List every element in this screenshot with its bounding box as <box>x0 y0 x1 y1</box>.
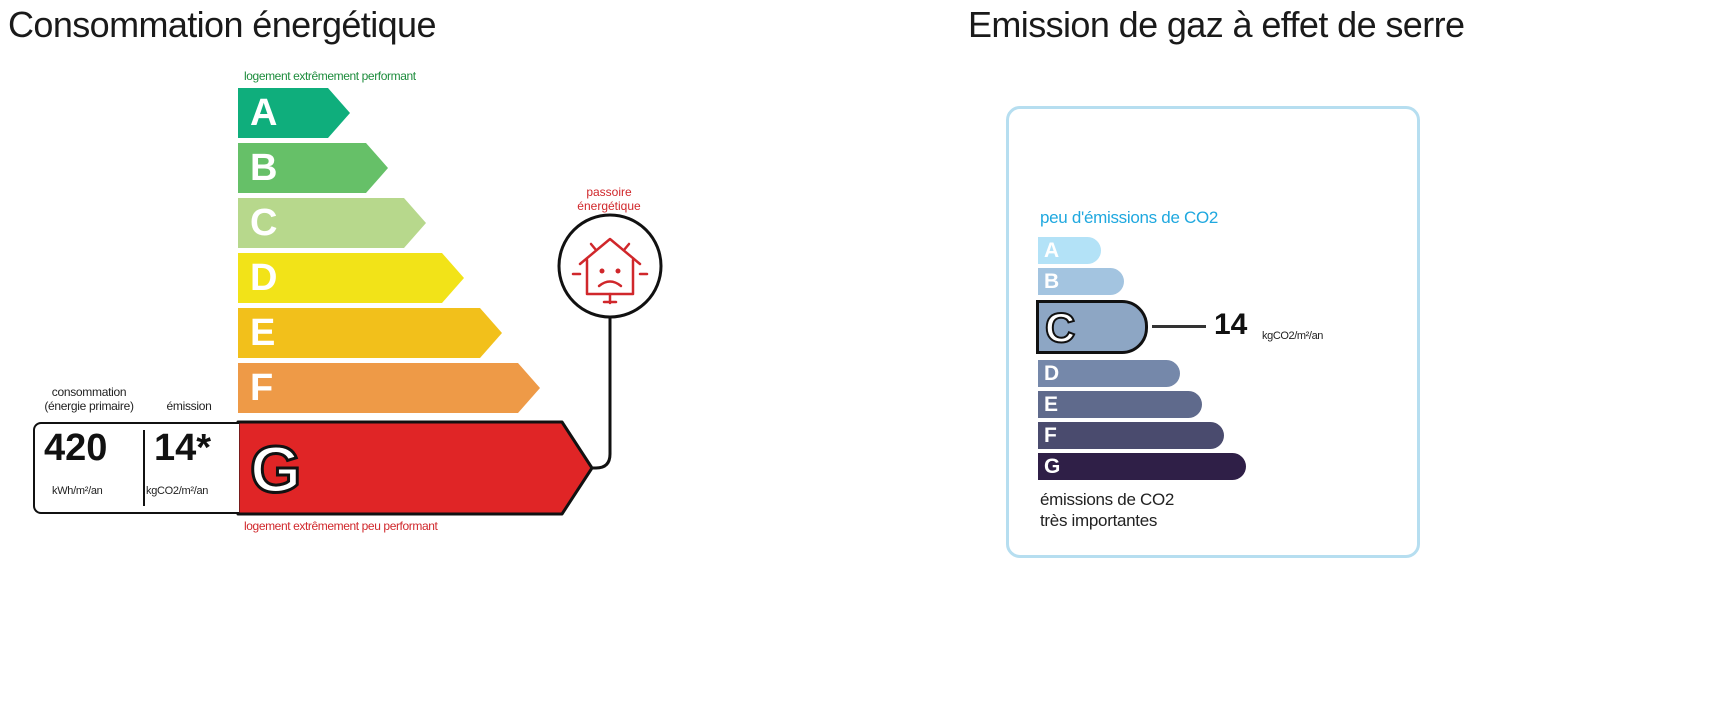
energy-consumption-title: Consommation énergétique <box>8 4 436 45</box>
energy-class-e-label: E <box>250 312 276 354</box>
energy-class-f-arrow: F <box>238 363 540 413</box>
energy-class-g-label: G <box>248 432 302 506</box>
ghg-value-connector <box>1152 325 1206 328</box>
ghg-class-b-bar: B <box>1038 268 1124 295</box>
ghg-bottom-label-line1: émissions de CO2 <box>1040 490 1175 509</box>
energy-class-a-shape <box>238 88 350 138</box>
consumption-label: consommation (énergie primaire) <box>36 385 142 413</box>
ghg-top-label: peu d'émissions de CO2 <box>1040 208 1219 227</box>
consumption-unit: kWh/m²/an <box>52 485 103 497</box>
passoire-connector-line <box>593 312 612 470</box>
ghg-class-b-label: B <box>1044 270 1060 293</box>
sad-house-icon <box>571 237 649 305</box>
energy-class-a-label: A <box>250 92 278 134</box>
ghg-bottom-label: émissions de CO2 très importantes <box>1040 489 1174 531</box>
energy-class-e-arrow: E <box>238 308 502 358</box>
ghg-class-e-label: E <box>1044 393 1059 416</box>
ghg-frame <box>1006 106 1420 558</box>
energy-class-f-shape <box>238 363 540 413</box>
energy-value-box <box>33 422 239 514</box>
energy-class-d-shape <box>238 253 464 303</box>
energy-class-f-label: F <box>250 367 274 409</box>
ghg-class-f-label: F <box>1044 424 1057 447</box>
ghg-unit: kgCO2/m²/an <box>1262 330 1324 342</box>
ghg-class-g-label: G <box>1044 455 1061 478</box>
consumption-label-line2: (énergie primaire) <box>44 399 134 413</box>
energy-class-d-label: D <box>250 257 278 299</box>
energy-class-c-shape <box>238 198 426 248</box>
emission-label: émission <box>166 399 212 413</box>
passoire-label-line2: énergétique <box>577 199 641 213</box>
consumption-label-line1: consommation <box>51 385 127 399</box>
ghg-class-a-bar: A <box>1038 237 1101 264</box>
ghg-bottom-label-line2: très importantes <box>1040 511 1158 530</box>
ghg-class-f-bar: F <box>1038 422 1224 449</box>
passoire-label: passoire énergétique <box>566 185 652 213</box>
passoire-circle <box>557 213 663 319</box>
emission-value: 14* <box>154 427 212 469</box>
emission-unit: kgCO2/m²/an <box>146 485 209 497</box>
ghg-class-g-bar: G <box>1038 453 1246 480</box>
energy-class-e-shape <box>238 308 502 358</box>
energy-class-c-label: C <box>250 202 278 244</box>
ghg-class-c-label: C <box>1044 304 1076 352</box>
ghg-class-d-bar: D <box>1038 360 1180 387</box>
energy-class-a-arrow: A <box>238 88 350 138</box>
passoire-badge <box>557 213 663 470</box>
ghg-class-c-bar: C <box>1036 300 1148 354</box>
energy-class-b-label: B <box>250 147 278 189</box>
ghg-class-a-label: A <box>1044 239 1060 262</box>
ghg-class-e-bar: E <box>1038 391 1202 418</box>
energy-class-b-shape <box>238 143 388 193</box>
consumption-value: 420 <box>44 427 108 469</box>
ghg-emission-title: Emission de gaz à effet de serre <box>968 4 1465 45</box>
energy-class-g-arrow: G <box>236 420 596 516</box>
sad-face-eye-right <box>615 268 621 274</box>
sad-face-eye-left <box>599 268 605 274</box>
ghg-class-d-label: D <box>1044 362 1060 385</box>
energy-class-b-arrow: B <box>238 143 388 193</box>
passoire-label-line1: passoire <box>586 185 632 199</box>
energy-class-c-arrow: C <box>238 198 426 248</box>
energy-class-d-arrow: D <box>238 253 464 303</box>
energy-top-label: logement extrêmement performant <box>244 69 416 83</box>
value-divider <box>143 430 145 506</box>
ghg-value: 14 <box>1214 308 1248 341</box>
energy-bottom-label: logement extrêmement peu performant <box>244 519 438 533</box>
